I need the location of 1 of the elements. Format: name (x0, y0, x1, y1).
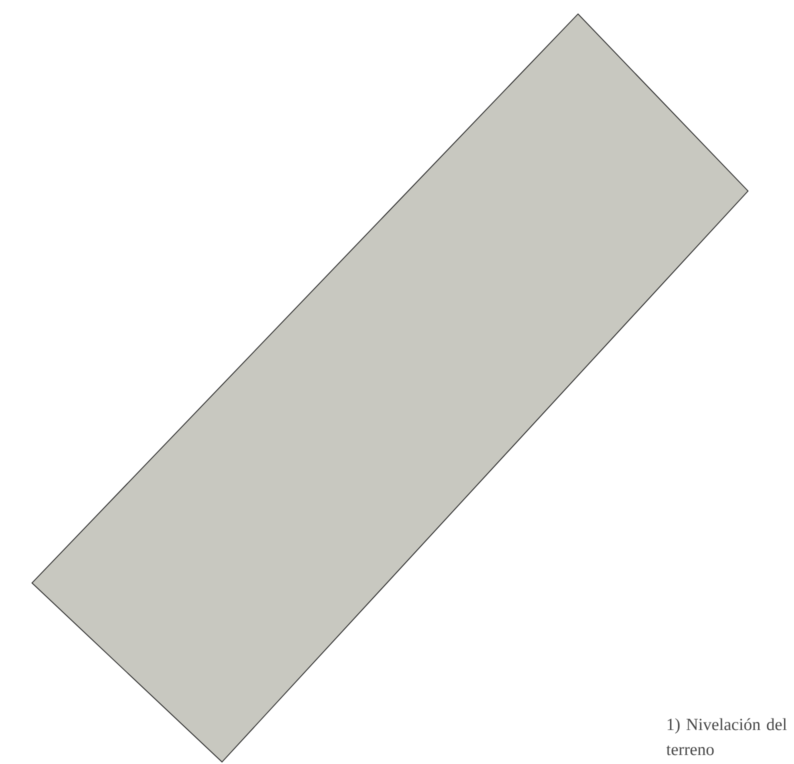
caption: 1) Nivelación del terreno (666, 718, 787, 756)
